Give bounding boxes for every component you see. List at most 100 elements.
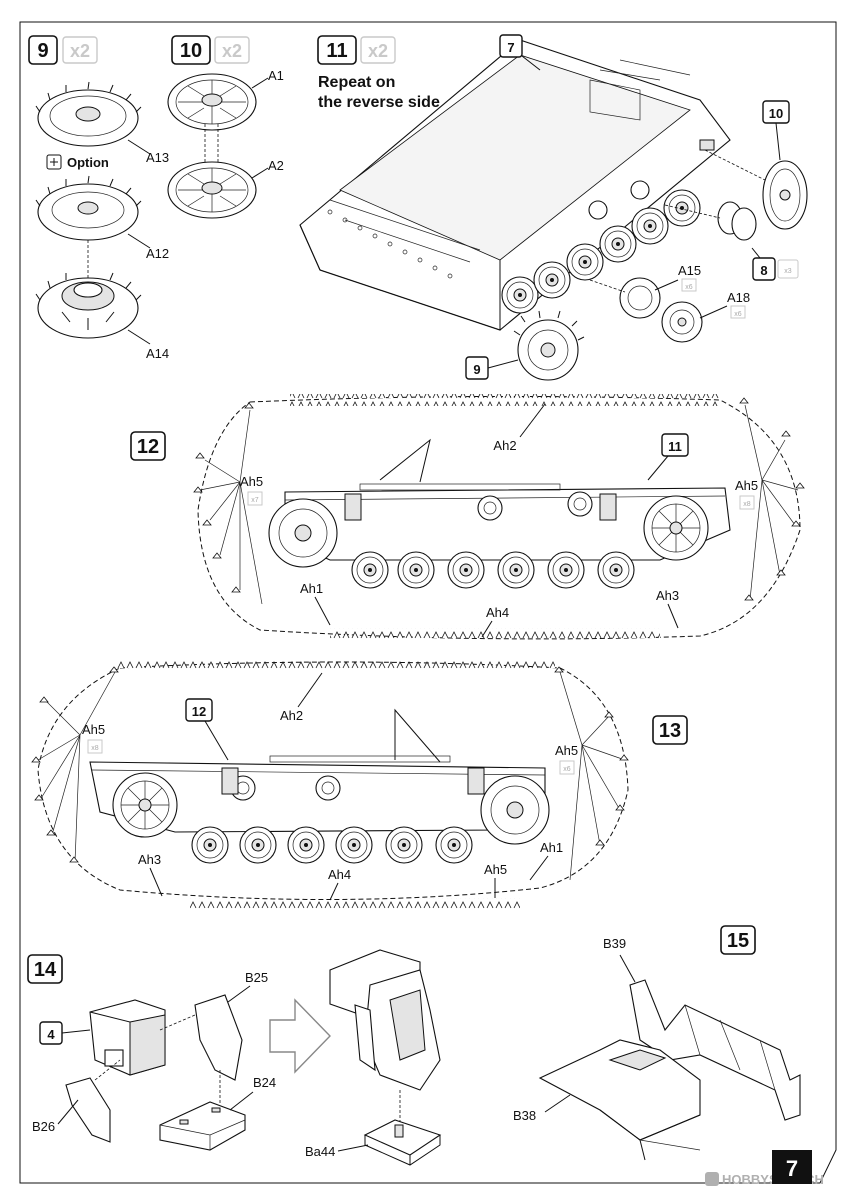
part-a12: A12	[146, 246, 169, 261]
arrow-icon	[269, 998, 331, 1074]
step-14: 14 4 B25 B26 B24	[27, 949, 442, 1166]
part-b26: B26	[32, 1119, 55, 1134]
step-14-number: 14	[34, 959, 57, 981]
sprocket-a14	[35, 272, 142, 339]
step-10-badge	[171, 35, 211, 65]
part-ah2-13: Ah2	[280, 708, 303, 723]
option-note: Option	[46, 154, 109, 170]
part-ah3-13: Ah3	[138, 852, 161, 867]
ref-11: 11	[668, 439, 682, 454]
ref-12: 12	[192, 704, 206, 719]
hull-side-13	[89, 708, 546, 833]
hull-road-wheels	[501, 180, 701, 314]
part-a1: A1	[268, 68, 284, 83]
assembled-seat	[329, 949, 441, 1091]
step-10-number: 10	[180, 40, 202, 62]
sprocket-12	[268, 498, 338, 568]
part-a13: A13	[146, 150, 169, 165]
step-11-badge	[317, 35, 357, 65]
step-13: 13	[31, 659, 688, 910]
step-13-badge	[652, 715, 688, 745]
idler-wheel-attach	[699, 139, 808, 230]
step-9-multiplier: x2	[70, 41, 90, 61]
part-ah2-12: Ah2	[493, 438, 516, 453]
seat-body-part	[89, 999, 166, 1076]
part-b38: B38	[513, 1108, 536, 1123]
step-15-badge	[720, 925, 756, 955]
track-fan-right-12	[744, 404, 799, 601]
hull-side-12	[284, 438, 731, 561]
part-ah3-12: Ah3	[656, 588, 679, 603]
sprocket-a13	[35, 81, 142, 147]
part-ah4-13: Ah4	[328, 867, 351, 882]
step-15-number: 15	[727, 930, 749, 952]
step-9: 9 x2 A13 Option A12	[28, 35, 169, 361]
part-a18-qty: x6	[734, 311, 742, 318]
step-12-badge	[130, 431, 166, 461]
repeat-note-line2: the reverse side	[318, 94, 440, 111]
part-ah5-right-12: Ah5	[735, 478, 758, 493]
ref-8: 8	[760, 263, 767, 278]
idler-a2	[167, 161, 257, 219]
repeat-note-line1: Repeat on	[318, 74, 395, 91]
part-ah5-bottom-13: Ah5	[484, 862, 507, 877]
part-ah5-left-13: Ah5	[82, 722, 105, 737]
step-12-number: 12	[137, 436, 159, 458]
part-b24-shape	[159, 1101, 246, 1151]
ref-4: 4	[47, 1027, 55, 1042]
part-b24: B24	[253, 1075, 276, 1090]
part-a15-qty: x6	[685, 284, 693, 291]
option-label: Option	[67, 155, 109, 170]
ref-7: 7	[507, 40, 514, 55]
step-12: 12	[130, 394, 805, 640]
road-wheel-pair	[664, 201, 757, 241]
step-15: 15 B39 B38	[513, 925, 801, 1161]
part-a15: A15	[678, 263, 701, 278]
ref-9: 9	[473, 362, 480, 377]
track-loop-12	[197, 395, 801, 640]
part-a2: A2	[268, 158, 284, 173]
track-upper-12	[290, 394, 720, 406]
part-ah5-left-12: Ah5	[240, 474, 263, 489]
track-fan-right-13	[559, 671, 626, 881]
part-b26-shape	[65, 1077, 111, 1143]
track-fan-left-13	[37, 671, 116, 863]
road-wheels-13	[191, 826, 473, 864]
step-9-badge	[28, 35, 58, 65]
step-10: 10 x2 A1 A2	[167, 35, 284, 219]
part-ah5-left-qty-12: x7	[251, 497, 259, 504]
idler-a1	[167, 73, 257, 131]
step-11-number: 11	[326, 40, 347, 62]
track-fan-left-12	[199, 409, 263, 605]
page-number-badge	[772, 1150, 812, 1184]
part-ah1-13: Ah1	[540, 840, 563, 855]
wheel-a18	[661, 301, 703, 343]
ref-10: 10	[769, 106, 783, 121]
page-frame	[19, 21, 837, 1184]
track-upper-13	[115, 659, 555, 671]
part-ah5-right-13: Ah5	[555, 743, 578, 758]
part-a14: A14	[146, 346, 169, 361]
sprocket-attach	[513, 310, 585, 381]
ref-8-multiplier: x3	[784, 268, 792, 275]
page-number: 7	[786, 1156, 798, 1181]
step-9-number: 9	[37, 40, 48, 62]
track-lower-13	[190, 898, 520, 910]
part-a18: A18	[727, 290, 750, 305]
step-10-multiplier: x2	[222, 41, 242, 61]
part-b25-shape	[194, 994, 243, 1081]
wheel-a15	[589, 277, 661, 319]
part-ah5-right-qty-12: x8	[743, 501, 751, 508]
part-ba44: Ba44	[305, 1144, 335, 1159]
footer: HOBBYSEARCH 7	[705, 1150, 824, 1187]
hull-perspective	[299, 39, 731, 331]
part-b39: B39	[603, 936, 626, 951]
step-11: 11 x2 Repeat on the reverse side	[299, 34, 808, 381]
step-11-multiplier: x2	[368, 41, 388, 61]
part-b38-shape	[538, 1039, 701, 1161]
part-ah5-right-qty-13: x6	[563, 766, 571, 773]
idler-13	[112, 772, 178, 838]
part-b25: B25	[245, 970, 268, 985]
part-ah4-12: Ah4	[486, 605, 509, 620]
